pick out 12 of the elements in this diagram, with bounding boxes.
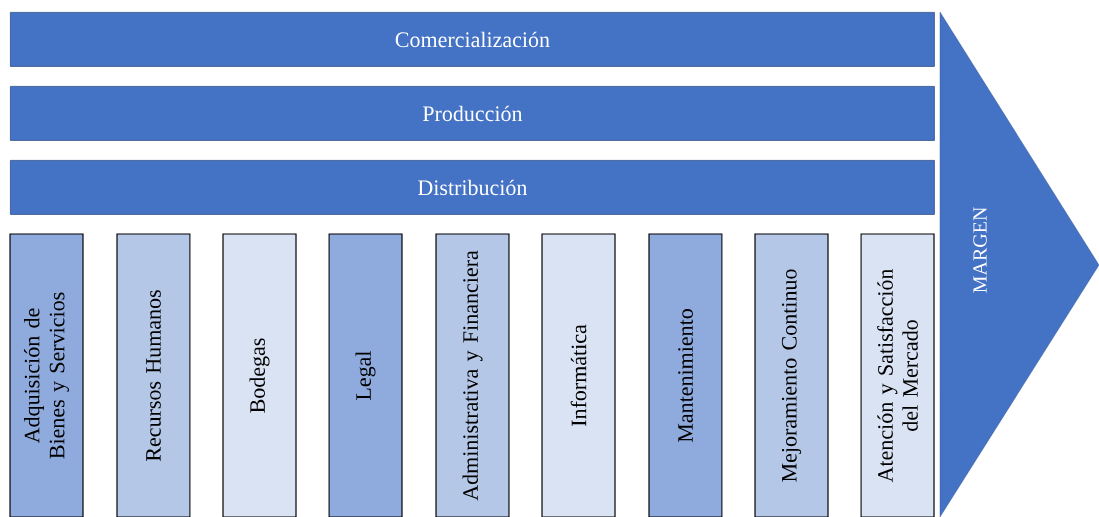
band-box: Comercialización: [10, 12, 935, 67]
band-box: Distribución: [10, 160, 935, 215]
column-box: Adquisición de Bienes y Servicios: [9, 233, 84, 517]
column-box: Mantenimiento: [648, 233, 723, 517]
column-box: Recursos Humanos: [116, 233, 191, 517]
column-box: Legal: [328, 233, 403, 517]
column-box: Administrativa y Financiera: [435, 233, 510, 517]
band-box: Producción: [10, 86, 935, 141]
column-box: Atención y Satisfacción del Mercado: [860, 233, 935, 517]
column-box: Informática: [541, 233, 616, 517]
column-box: Bodegas: [222, 233, 297, 517]
column-box: Mejoramiento Continuo: [754, 233, 829, 517]
